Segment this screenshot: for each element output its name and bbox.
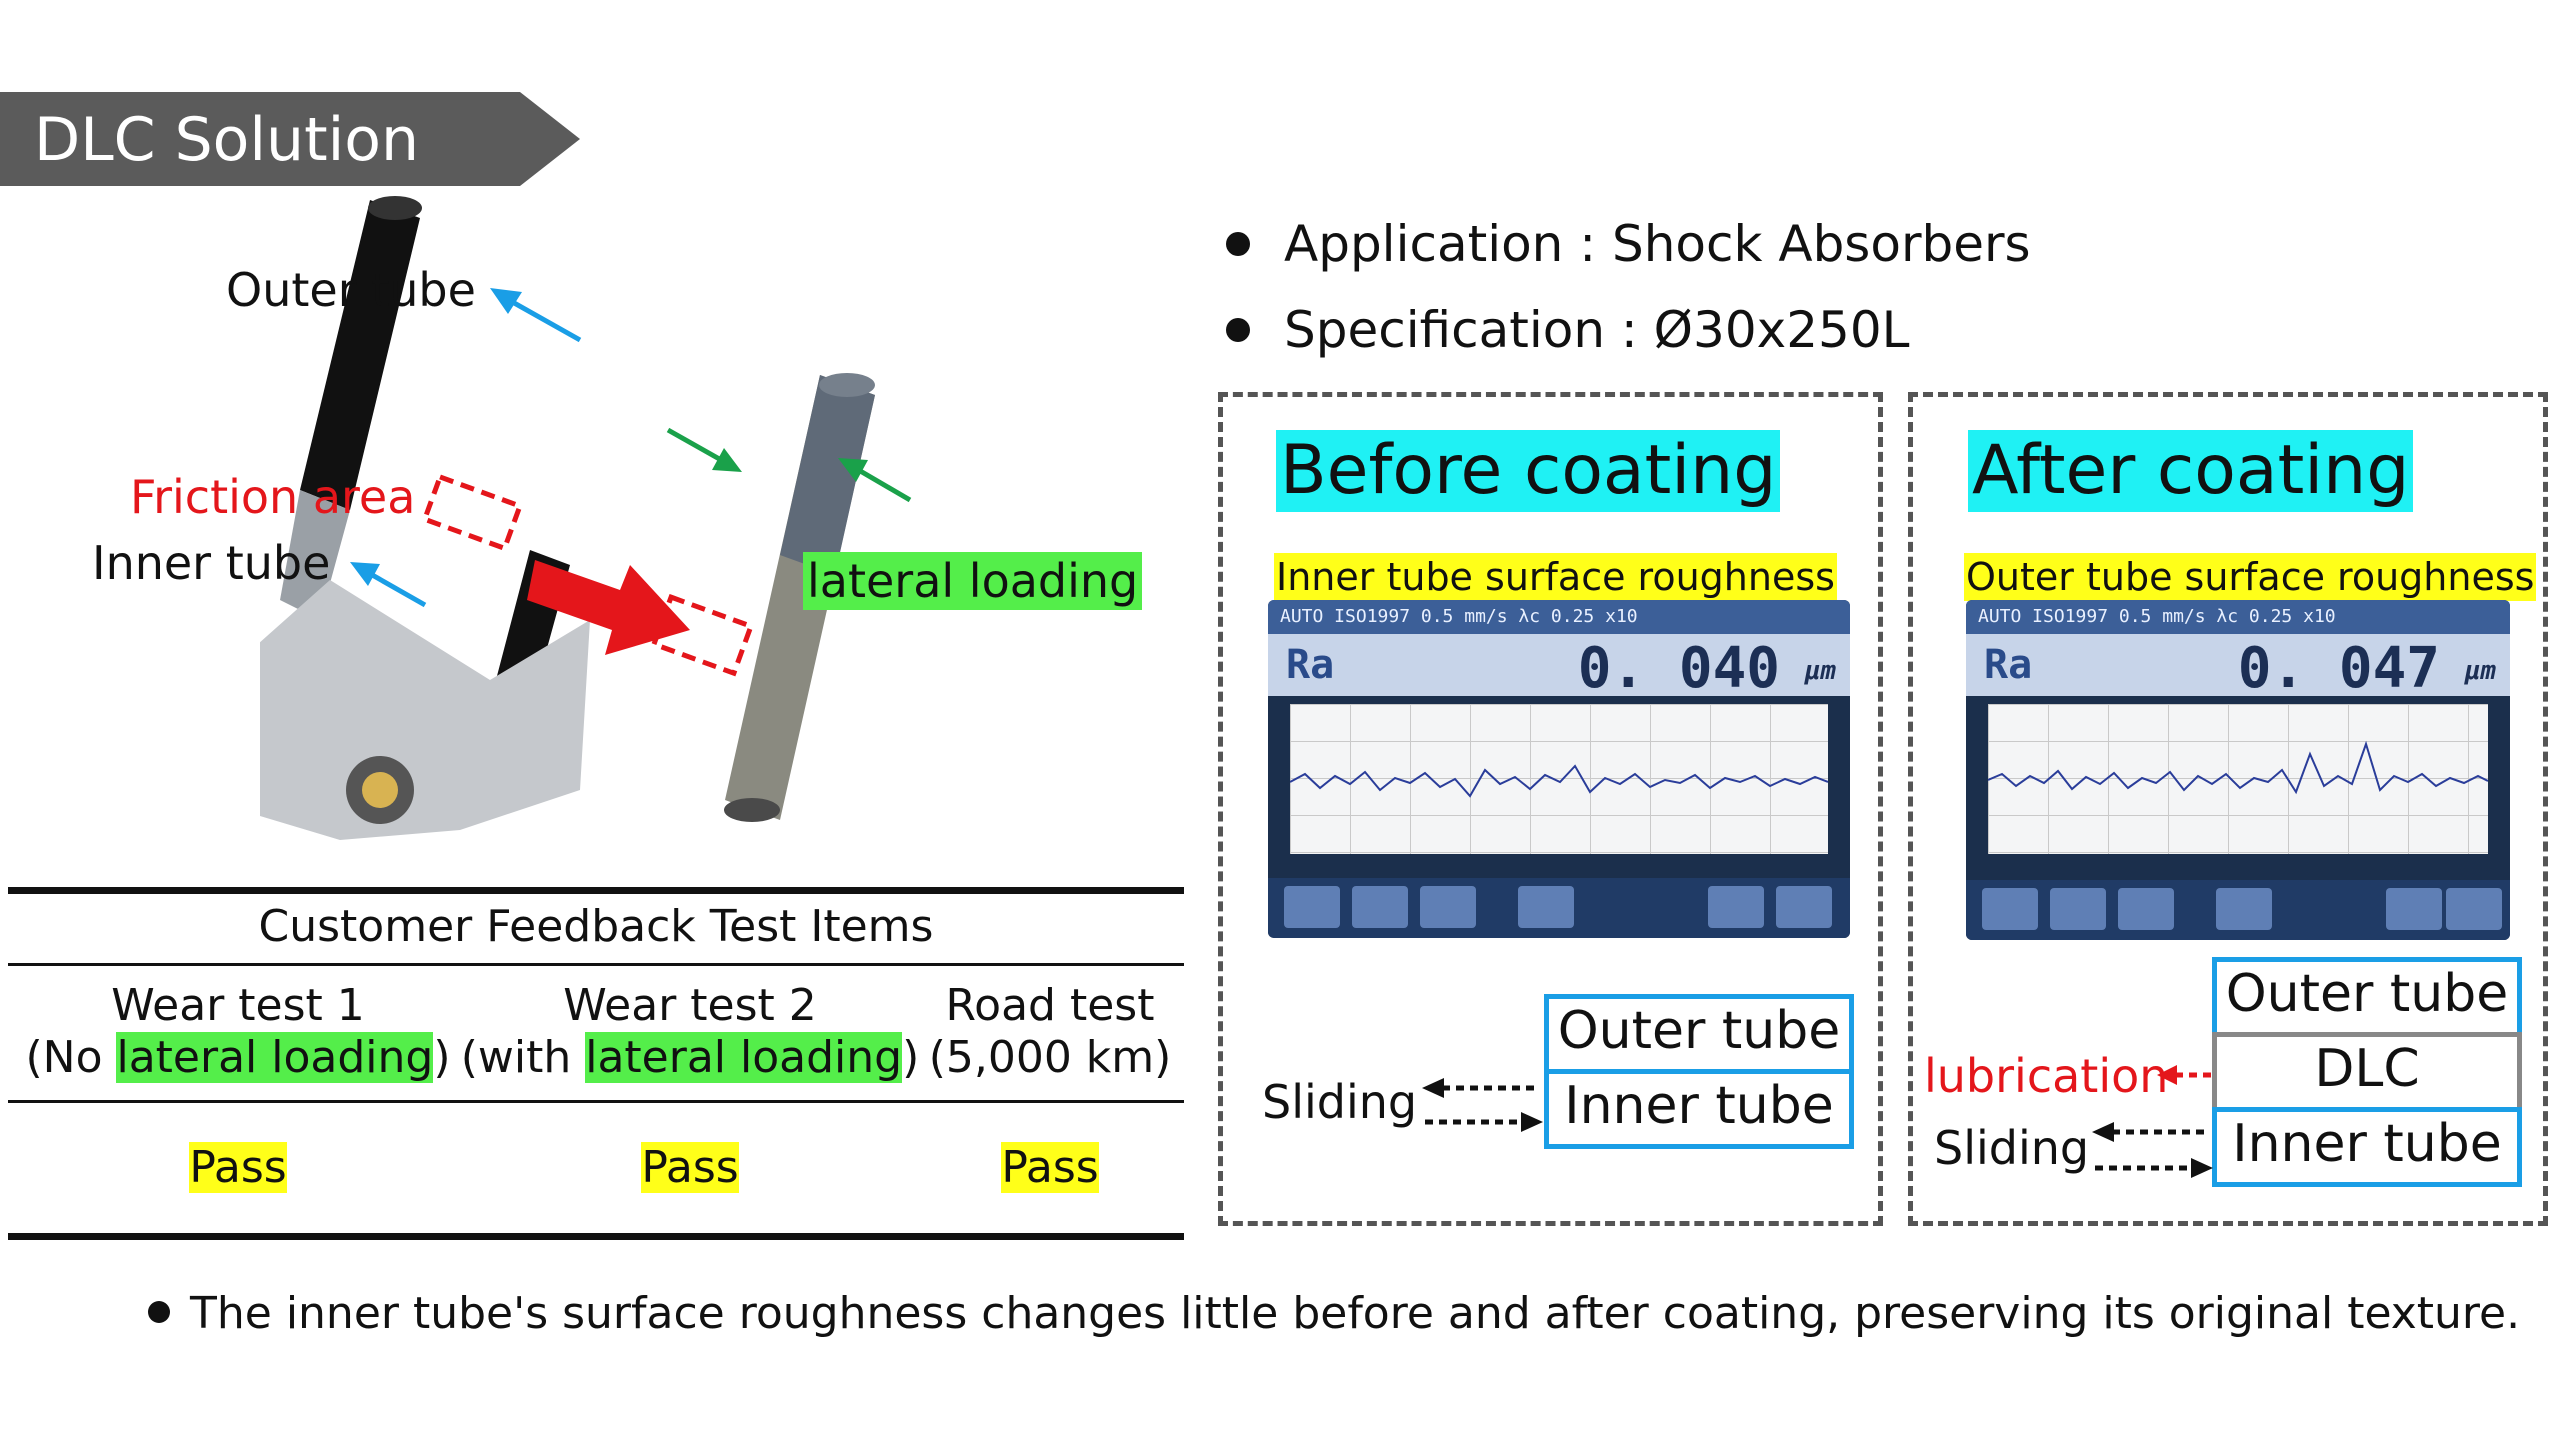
after-layer-dlc: DLC [2212,1032,2522,1112]
table-col-wear-test-1: Wear test 1 (No lateral loading) [25,980,451,1083]
bullet-dot [1226,231,1250,256]
table-col-wear-test-2: Wear test 2 (with lateral loading) [460,980,920,1083]
roughness-profile-before [1289,704,1829,854]
profile-trace-before [1289,764,1829,798]
roughness-profile-after [1987,704,2489,854]
lubrication-arrow [2157,1065,2213,1085]
lateral-loading-label: lateral loading [803,552,1143,610]
table-header-rule [8,963,1184,966]
table-header: Customer Feedback Test Items [258,901,934,952]
after-coating-panel [1908,392,2548,1226]
wave-icon [2446,888,2502,930]
shock-absorber-illustration [260,196,912,840]
before-sliding-label: Sliding [1262,1075,1418,1129]
after-sliding-label: Sliding [1934,1121,2090,1175]
help-icon [1284,886,1340,928]
page-title: DLC Solution [34,105,420,175]
friction-area-label: Friction area [130,470,416,524]
stylus-icon [1352,886,1408,928]
sliding-arrows-after [2092,1122,2213,1178]
after-subtitle: Outer tube surface roughness [1964,553,2537,601]
ra-value-after: 0. 047 [2237,636,2440,701]
roughness-screen-before: AUTO ISO1997 0.5 mm/s λc 0.25 x10 Ra 0. … [1268,600,1850,938]
table-top-rule [8,887,1184,894]
before-subtitle: Inner tube surface roughness [1274,553,1837,601]
table-col-road-test: Road test (5,000 km) [928,980,1172,1083]
before-coating-heading: Before coating [1276,430,1781,512]
table-result-2: Pass [641,1142,739,1193]
stylus-icon [2050,888,2106,930]
profile-trace-after [1987,740,2489,795]
outer-tube-label: Outer tube [226,263,476,317]
chart-icon [2386,888,2442,930]
bullet-dot [1226,317,1250,342]
roughness-screen-after: AUTO ISO1997 0.5 mm/s λc 0.25 x10 Ra 0. … [1966,600,2510,940]
bullet-dot [148,1301,170,1323]
before-coating-panel [1218,392,1883,1226]
specification-bullet: Specification : Ø30x250L [1226,300,1910,360]
after-coating-heading: After coating [1968,430,2414,512]
after-layer-outer-tube: Outer tube [2212,957,2522,1037]
before-layer-inner-tube: Inner tube [1544,1069,1854,1149]
lubrication-label: lubrication [1924,1049,2169,1103]
help-icon [1982,888,2038,930]
ra-icon [2216,888,2272,930]
lc-icon [1420,886,1476,928]
title-banner [0,92,580,186]
chart-icon [1708,886,1764,928]
inner-tube-label: Inner tube [92,536,331,590]
application-bullet: Application : Shock Absorbers [1226,214,2031,274]
wave-icon [1776,886,1832,928]
ra-icon [1518,886,1574,928]
after-layer-inner-tube: Inner tube [2212,1107,2522,1187]
footer-note: The inner tube's surface roughness chang… [148,1286,2520,1342]
before-layer-outer-tube: Outer tube [1544,994,1854,1074]
table-mid-rule [8,1100,1184,1103]
table-bottom-rule [8,1233,1184,1240]
table-result-1: Pass [189,1142,287,1193]
lc-icon [2118,888,2174,930]
sliding-arrows-before [1422,1078,1543,1132]
ra-value-before: 0. 040 [1577,636,1780,701]
table-result-3: Pass [1001,1142,1099,1193]
